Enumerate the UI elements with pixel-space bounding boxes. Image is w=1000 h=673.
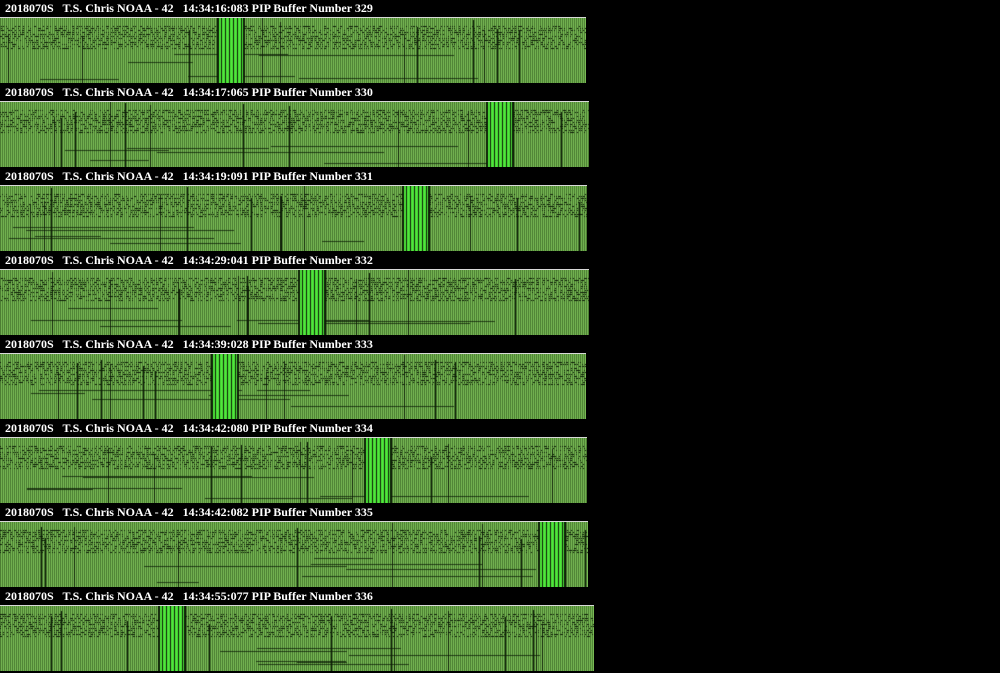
storm-name: T.S. Chris <box>62 1 114 15</box>
buffer-divider <box>0 101 589 102</box>
buffer-time: 14:34:29:041 <box>182 253 249 267</box>
buffer-label: PIP Buffer Number <box>251 589 352 603</box>
buffer-divider <box>0 17 586 18</box>
buffer-header: 2018070S T.S. Chris NOAA - 42 14:34:55:0… <box>5 589 373 603</box>
radar-data-strip <box>0 186 587 251</box>
radar-data-strip <box>0 438 587 503</box>
buffer-date: 2018070S <box>5 85 54 99</box>
satellite-id: NOAA - 42 <box>116 589 174 603</box>
buffer-header: 2018070S T.S. Chris NOAA - 42 14:34:39:0… <box>5 337 373 351</box>
buffer-time: 14:34:19:091 <box>182 169 249 183</box>
buffer-label: PIP Buffer Number <box>251 85 352 99</box>
buffer-time: 14:34:39:028 <box>182 337 249 351</box>
satellite-id: NOAA - 42 <box>116 337 174 351</box>
buffer-header: 2018070S T.S. Chris NOAA - 42 14:34:19:0… <box>5 169 373 183</box>
buffer-number: 335 <box>354 505 373 519</box>
buffer-number: 334 <box>354 421 373 435</box>
buffer-header: 2018070S T.S. Chris NOAA - 42 14:34:42:0… <box>5 421 373 435</box>
buffer-date: 2018070S <box>5 421 54 435</box>
buffer-date: 2018070S <box>5 589 54 603</box>
buffer-divider <box>0 269 589 270</box>
storm-name: T.S. Chris <box>62 85 114 99</box>
buffer-date: 2018070S <box>5 337 54 351</box>
storm-name: T.S. Chris <box>62 589 114 603</box>
buffer-date: 2018070S <box>5 1 54 15</box>
radar-data-strip <box>0 102 589 167</box>
buffer-label: PIP Buffer Number <box>251 253 352 267</box>
buffer-number: 332 <box>354 253 373 267</box>
satellite-id: NOAA - 42 <box>116 1 174 15</box>
buffer-time: 14:34:42:082 <box>182 505 249 519</box>
buffer-header: 2018070S T.S. Chris NOAA - 42 14:34:42:0… <box>5 505 373 519</box>
satellite-id: NOAA - 42 <box>116 253 174 267</box>
storm-name: T.S. Chris <box>62 169 114 183</box>
satellite-id: NOAA - 42 <box>116 169 174 183</box>
radar-data-strip <box>0 270 589 335</box>
buffer-label: PIP Buffer Number <box>251 505 352 519</box>
buffer-date: 2018070S <box>5 169 54 183</box>
buffer-divider <box>0 353 586 354</box>
buffer-label: PIP Buffer Number <box>251 337 352 351</box>
radar-data-strip <box>0 606 594 671</box>
satellite-id: NOAA - 42 <box>116 505 174 519</box>
buffer-divider <box>0 521 588 522</box>
buffer-number: 331 <box>354 169 373 183</box>
buffer-number: 336 <box>354 589 373 603</box>
buffer-label: PIP Buffer Number <box>251 421 352 435</box>
buffer-number: 329 <box>354 1 373 15</box>
buffer-divider <box>0 437 587 438</box>
buffer-label: PIP Buffer Number <box>251 169 352 183</box>
buffer-divider <box>0 605 594 606</box>
buffer-divider <box>0 185 587 186</box>
buffer-date: 2018070S <box>5 505 54 519</box>
radar-data-strip <box>0 522 588 587</box>
storm-name: T.S. Chris <box>62 421 114 435</box>
radar-data-strip <box>0 18 586 83</box>
buffer-number: 333 <box>354 337 373 351</box>
buffer-header: 2018070S T.S. Chris NOAA - 42 14:34:29:0… <box>5 253 373 267</box>
storm-name: T.S. Chris <box>62 253 114 267</box>
satellite-id: NOAA - 42 <box>116 85 174 99</box>
radar-data-strip <box>0 354 586 419</box>
buffer-time: 14:34:42:080 <box>182 421 249 435</box>
buffer-time: 14:34:55:077 <box>182 589 249 603</box>
storm-name: T.S. Chris <box>62 337 114 351</box>
storm-name: T.S. Chris <box>62 505 114 519</box>
buffer-date: 2018070S <box>5 253 54 267</box>
satellite-id: NOAA - 42 <box>116 421 174 435</box>
buffer-label: PIP Buffer Number <box>251 1 352 15</box>
buffer-header: 2018070S T.S. Chris NOAA - 42 14:34:17:0… <box>5 85 373 99</box>
buffer-time: 14:34:16:083 <box>182 1 249 15</box>
buffer-number: 330 <box>354 85 373 99</box>
buffer-time: 14:34:17:065 <box>182 85 249 99</box>
buffer-header: 2018070S T.S. Chris NOAA - 42 14:34:16:0… <box>5 1 373 15</box>
